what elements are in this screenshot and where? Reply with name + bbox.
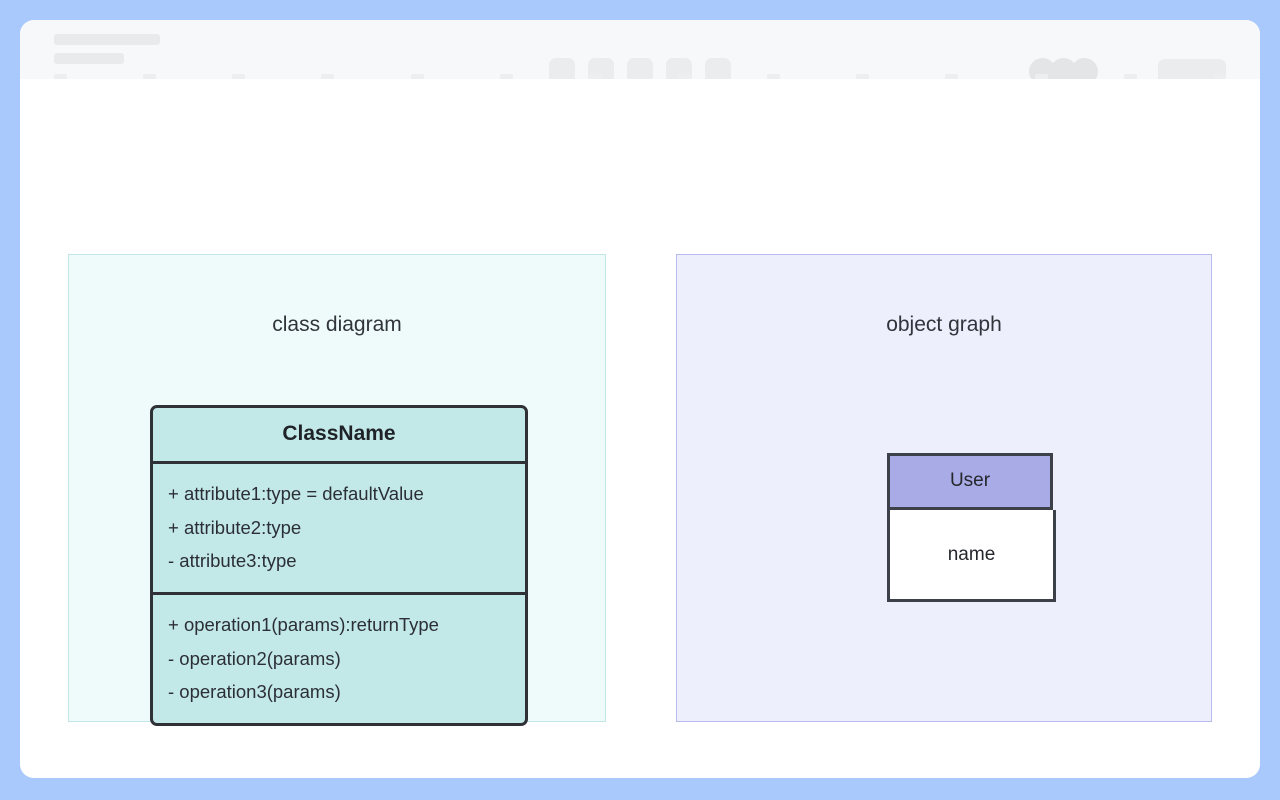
uml-operations-section: + operation1(params):returnType - operat… [153,591,525,723]
uml-operation-row: - operation3(params) [168,681,341,703]
object-instance-name: User [887,453,1053,510]
panel-class-diagram-title: class diagram [272,313,402,336]
uml-attribute-row: + attribute1:type = defaultValue [168,483,424,504]
toolbar-nub [945,74,959,79]
toolbar-nub [767,74,781,79]
toolbar-nub [54,74,67,79]
uml-attribute-row: - attribute3:type [168,550,297,572]
subtitle-placeholder [54,53,124,64]
object-instance-box[interactable]: User name [887,453,1056,602]
browser-window: class diagram ClassName + attribute1:typ… [20,20,1260,778]
uml-attributes-section: + attribute1:type = defaultValue + attri… [153,464,525,592]
uml-class-box[interactable]: ClassName + attribute1:type = defaultVal… [150,405,528,726]
toolbar-nub [1212,74,1226,79]
uml-operation-row: - operation2(params) [168,647,341,669]
uml-class-name: ClassName [153,408,525,464]
browser-toolbar [20,20,1260,85]
object-instance-field: name [887,510,1056,602]
toolbar-nub [410,74,424,79]
toolbar-left-placeholders [54,34,160,64]
toolbar-nub [499,74,513,79]
panel-object-graph[interactable]: object graph User name [676,254,1212,722]
uml-operation-row: + operation1(params):returnType [168,613,439,635]
toolbar-nub [143,74,157,79]
toolbar-nub [321,74,335,79]
toolbar-nub-row [20,74,1260,79]
uml-attribute-row: + attribute2:type [168,516,302,538]
toolbar-nub [588,74,602,79]
panel-object-graph-title: object graph [886,313,1002,336]
address-bar-placeholder[interactable] [54,34,160,45]
toolbar-nub [677,74,691,79]
toolbar-nub [1123,74,1137,79]
toolbar-nub [1034,74,1048,79]
toolbar-nub [856,74,870,79]
diagram-canvas: class diagram ClassName + attribute1:typ… [20,79,1260,778]
panel-class-diagram[interactable]: class diagram ClassName + attribute1:typ… [68,254,606,726]
toolbar-nub [232,74,246,79]
